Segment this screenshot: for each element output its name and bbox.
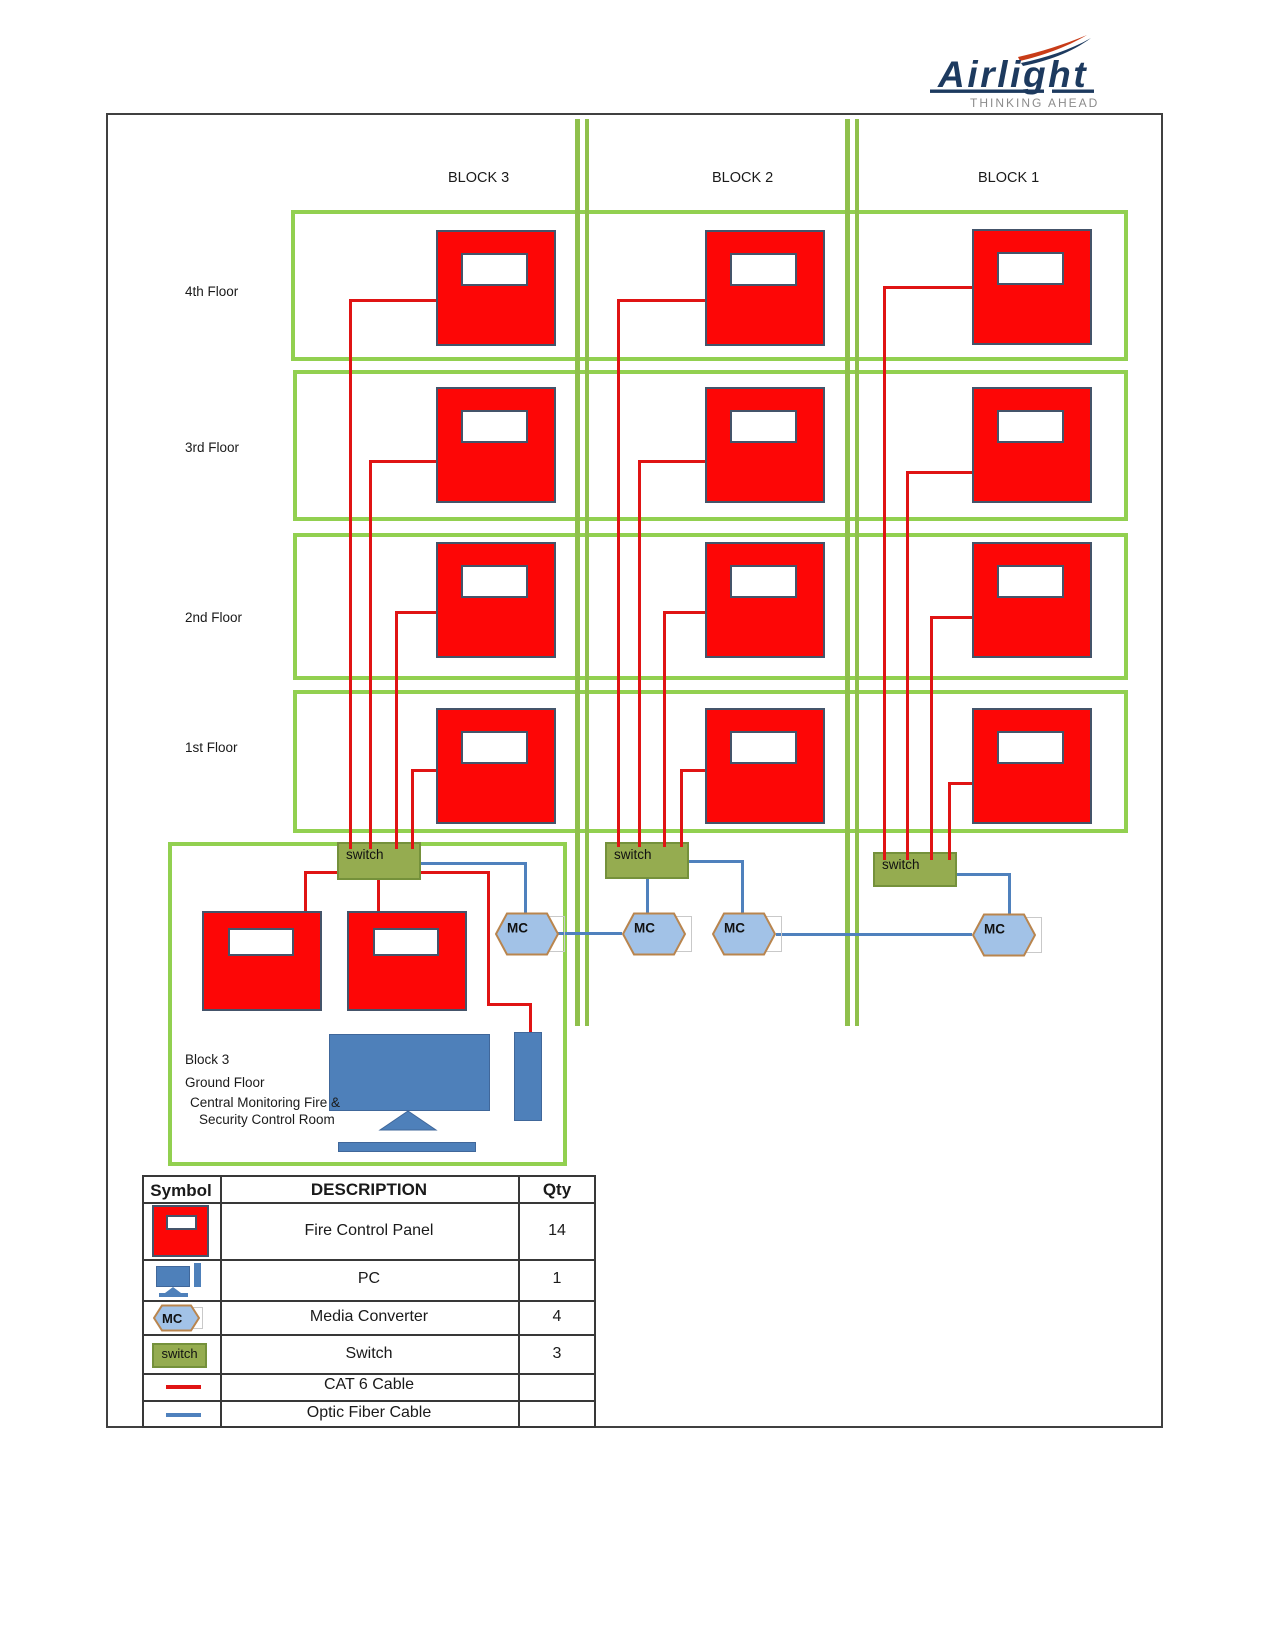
svg-text:MC: MC bbox=[507, 921, 528, 936]
svg-text:MC: MC bbox=[162, 1311, 183, 1326]
svg-text:THINKING AHEAD: THINKING AHEAD bbox=[970, 96, 1099, 110]
svg-text:MC: MC bbox=[984, 922, 1005, 937]
svg-text:MC: MC bbox=[634, 921, 655, 936]
svg-text:Airlight: Airlight bbox=[937, 54, 1088, 95]
svg-text:MC: MC bbox=[724, 921, 745, 936]
